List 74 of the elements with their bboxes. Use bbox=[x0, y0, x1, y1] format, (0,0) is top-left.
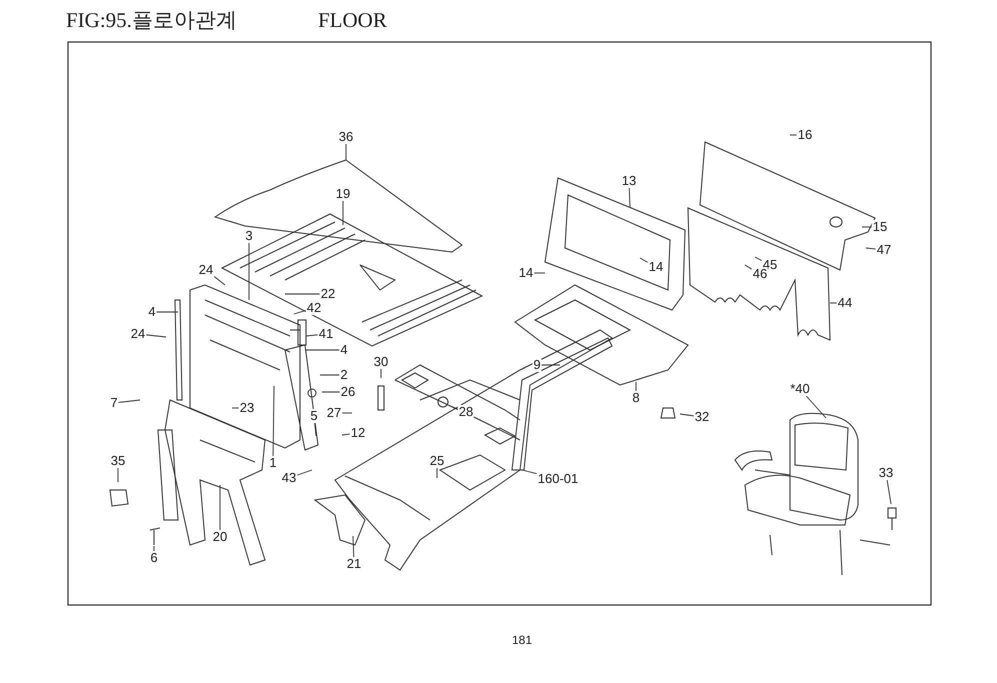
leader-line bbox=[886, 480, 892, 504]
leader-line bbox=[830, 302, 838, 304]
callout-number: 44 bbox=[836, 296, 854, 310]
callout-number: 30 bbox=[372, 355, 390, 369]
callout-number: 13 bbox=[620, 174, 638, 188]
leader-line bbox=[294, 310, 306, 314]
leader-line bbox=[754, 256, 762, 262]
callout-number: 47 bbox=[876, 243, 892, 257]
leader-line bbox=[866, 248, 876, 250]
callout-number: 25 bbox=[428, 454, 446, 468]
callout-number: 21 bbox=[346, 557, 362, 571]
leader-line bbox=[541, 364, 560, 366]
callout-number: 2 bbox=[339, 368, 349, 382]
callout-number: 46 bbox=[752, 267, 768, 281]
callout-number: 23 bbox=[238, 401, 256, 415]
callout-number: 4 bbox=[339, 343, 349, 357]
callout-number: 4 bbox=[147, 305, 157, 319]
leader-line bbox=[862, 226, 872, 228]
callout-number: 35 bbox=[110, 454, 126, 468]
callout-number: 12 bbox=[350, 426, 366, 440]
leader-line bbox=[146, 334, 166, 338]
callout-number: *40 bbox=[789, 382, 811, 396]
callout-number: 26 bbox=[340, 385, 356, 399]
leader-line bbox=[436, 468, 438, 478]
leader-line bbox=[380, 368, 382, 378]
callout-number: 5 bbox=[309, 409, 319, 423]
leader-line bbox=[296, 470, 312, 476]
leader-line bbox=[342, 412, 352, 414]
callout-number: 24 bbox=[198, 263, 214, 277]
callout-number: 28 bbox=[458, 405, 474, 419]
callout-number: 43 bbox=[280, 471, 298, 485]
leader-line bbox=[320, 374, 340, 376]
leader-line bbox=[806, 396, 826, 418]
callout-number: 160-01 bbox=[536, 472, 580, 486]
leader-line bbox=[640, 258, 648, 263]
leader-line bbox=[314, 422, 316, 436]
callout-number: 7 bbox=[109, 396, 119, 410]
callout-number: 8 bbox=[631, 391, 641, 405]
callout-number: 9 bbox=[532, 358, 542, 372]
callout-number: 33 bbox=[878, 466, 894, 480]
leader-line bbox=[272, 386, 274, 456]
callout-number: 20 bbox=[212, 530, 228, 544]
callout-number: 24 bbox=[130, 327, 146, 341]
leader-line bbox=[522, 470, 538, 474]
leader-line bbox=[342, 434, 350, 436]
figure-title: FIG:95.플로아관계 bbox=[66, 7, 237, 34]
leader-line bbox=[248, 242, 250, 300]
leader-line bbox=[118, 400, 140, 403]
callout-number: 16 bbox=[796, 128, 814, 142]
callout-number: 41 bbox=[318, 327, 334, 341]
callout-number: 6 bbox=[149, 551, 159, 565]
callout-number: 19 bbox=[334, 187, 352, 201]
callout-number: 1 bbox=[268, 456, 278, 470]
leader-line bbox=[790, 134, 798, 136]
leader-line bbox=[628, 188, 630, 208]
leader-line bbox=[744, 264, 752, 270]
callout-number: 42 bbox=[306, 301, 322, 315]
callout-number: 3 bbox=[244, 229, 254, 243]
callout-number: 15 bbox=[872, 220, 888, 234]
callout-number: 14 bbox=[518, 266, 534, 280]
leader-line bbox=[306, 334, 318, 336]
leader-line bbox=[680, 414, 694, 416]
callout-number: 22 bbox=[320, 287, 336, 301]
callout-number: 36 bbox=[338, 130, 354, 144]
page-number: 181 bbox=[512, 633, 532, 647]
leader-line bbox=[342, 200, 344, 226]
leader-line bbox=[450, 406, 458, 410]
callout-number: 27 bbox=[326, 406, 342, 420]
leader-line bbox=[214, 276, 226, 286]
section-title: FLOOR bbox=[318, 8, 387, 33]
callout-number: 14 bbox=[648, 260, 664, 274]
callout-number: 32 bbox=[694, 410, 710, 424]
leader-line bbox=[534, 272, 546, 274]
leader-line bbox=[352, 536, 354, 558]
